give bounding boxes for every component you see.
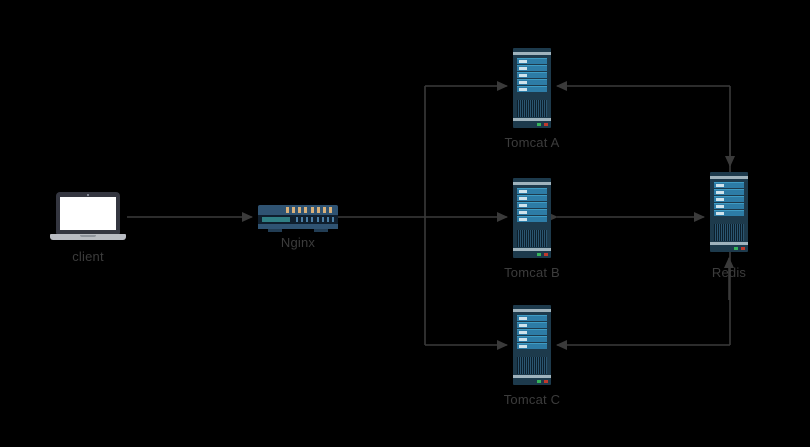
server-drive-bays — [517, 315, 547, 349]
server-bottom-trim — [710, 242, 748, 245]
node-label-client: client — [72, 249, 104, 264]
node-label-tomcat-b: Tomcat B — [504, 265, 560, 280]
node-label-nginx: Nginx — [280, 235, 316, 250]
server-drive-bays — [517, 188, 547, 222]
server-bottom-trim — [513, 375, 551, 378]
server-status-leds — [537, 253, 548, 256]
server-vent-grille — [517, 230, 547, 247]
switch-port-row — [296, 217, 334, 222]
laptop-screen — [60, 197, 116, 230]
switch-status-bar — [262, 217, 290, 222]
node-nginx[interactable] — [258, 205, 338, 232]
laptop-notch — [80, 235, 96, 237]
server-vent-grille — [517, 100, 547, 117]
server-status-leds — [734, 247, 745, 250]
server-vent-grille — [714, 224, 744, 241]
switch-icon — [258, 205, 338, 215]
switch-foot-right — [314, 229, 328, 232]
server-drive-bays — [714, 182, 744, 216]
node-tomcat-b[interactable] — [513, 178, 551, 258]
laptop-base — [50, 234, 126, 240]
switch-foot-left — [268, 229, 282, 232]
node-label-tomcat-a: Tomcat A — [504, 135, 560, 150]
server-bottom-trim — [513, 118, 551, 121]
node-label-redis: Redis — [711, 265, 747, 280]
server-bottom-trim — [513, 248, 551, 251]
node-tomcat-a[interactable] — [513, 48, 551, 128]
switch-base — [258, 224, 338, 229]
switch-panel — [258, 215, 338, 224]
laptop-camera-icon — [87, 194, 89, 196]
server-top-trim — [513, 182, 551, 185]
switch-led-row — [286, 207, 332, 213]
node-label-tomcat-c: Tomcat C — [503, 392, 561, 407]
server-top-trim — [513, 309, 551, 312]
server-drive-bays — [517, 58, 547, 92]
node-redis[interactable] — [710, 172, 748, 252]
server-status-leds — [537, 123, 548, 126]
node-tomcat-c[interactable] — [513, 305, 551, 385]
server-top-trim — [710, 176, 748, 179]
server-status-leds — [537, 380, 548, 383]
laptop-icon — [56, 192, 120, 234]
node-client[interactable] — [50, 192, 126, 244]
server-vent-grille — [517, 357, 547, 374]
server-top-trim — [513, 52, 551, 55]
